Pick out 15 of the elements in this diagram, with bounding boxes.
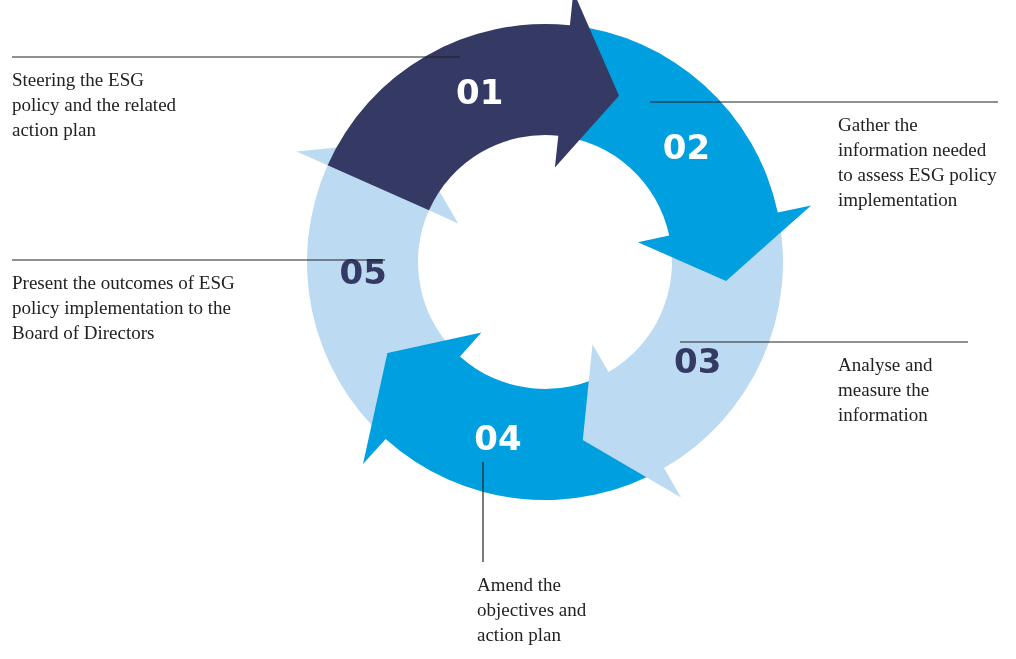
- step-description: Analyse and measure the information: [838, 342, 968, 427]
- leader-line: [649, 101, 999, 103]
- step-number: 03: [673, 341, 722, 382]
- step-number: 01: [456, 72, 504, 113]
- step-number: 02: [662, 127, 711, 168]
- leader-line: [679, 341, 969, 343]
- step-number: 05: [339, 251, 387, 292]
- leader-line: [11, 259, 386, 261]
- step-number: 04: [474, 417, 522, 458]
- leader-line: [11, 56, 461, 58]
- leader-line: [482, 461, 484, 563]
- step-description: Steering the ESG policy and the related action plan: [12, 57, 187, 142]
- step-description: Gather the information needed to assess ESG policy implementation: [838, 102, 998, 212]
- step-description: Amend the objectives and action plan: [477, 562, 627, 647]
- step-description: Present the outcomes of ESG policy implementation to the Board of Directors: [12, 260, 237, 345]
